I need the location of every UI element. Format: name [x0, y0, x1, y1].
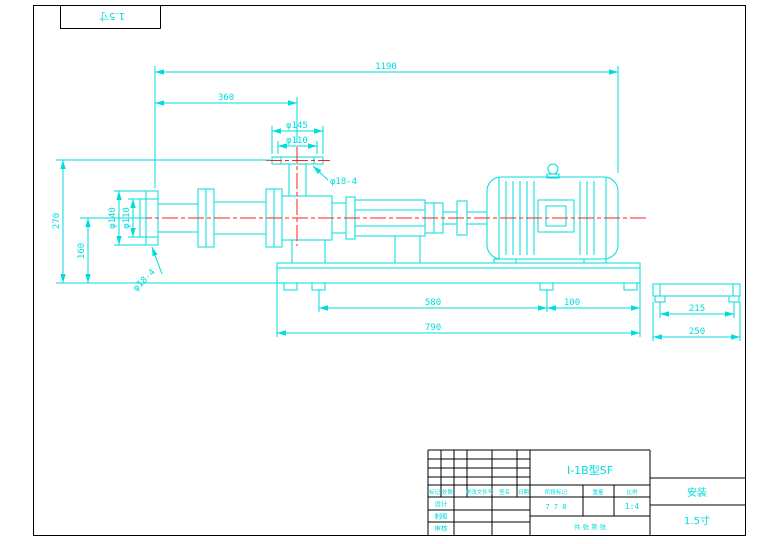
dim-250: 250: [689, 327, 705, 337]
page-border: [33, 5, 746, 536]
centerlines: [136, 147, 648, 246]
base-end-view: [652, 283, 741, 303]
dimensions: [56, 66, 741, 341]
scale-value: 1:4: [625, 502, 640, 511]
dim-top-holes: φ18-4: [330, 177, 357, 187]
motor-foot: [493, 258, 517, 264]
annotations: 1.5寸 1190 360 φ145 φ110 φ18-4 270 160 φ1…: [52, 10, 710, 533]
dim-160: 160: [77, 243, 87, 259]
motor: [486, 163, 619, 264]
dim-580: 580: [425, 298, 441, 308]
dim-left-flange-bc: φ110: [122, 207, 132, 229]
date-value: 7 7 8: [545, 503, 566, 511]
leader-top-holes: [312, 165, 329, 181]
dim-100: 100: [564, 298, 580, 308]
dim-360: 360: [218, 93, 234, 103]
title-model: I-1B型SF: [567, 463, 613, 477]
lifting-eye: [547, 163, 559, 175]
dim-top-flange-bc: φ110: [286, 136, 308, 146]
rev-header-count: 处数: [442, 488, 454, 496]
dim-215: 215: [689, 304, 705, 314]
weight-label: 重量: [592, 488, 604, 496]
sheet-info: 共 张 第 张: [574, 522, 607, 531]
role-design: 设计: [435, 499, 449, 508]
role-check: 审核: [435, 524, 449, 533]
pump-assembly: [139, 156, 487, 263]
rev-header-doc: 更改文件号: [466, 488, 494, 496]
title-block: [427, 449, 745, 535]
baseplate: [276, 262, 641, 291]
rev-header-sign: 签名: [499, 488, 510, 496]
leader-left-holes: [151, 246, 163, 275]
dim-left-flange-od: φ140: [108, 207, 118, 229]
scale-label: 比例: [626, 488, 638, 496]
title-size: 1.5寸: [684, 514, 710, 527]
corner-size-label: 1.5寸: [99, 10, 125, 23]
dim-left-holes: φ18-4: [131, 267, 157, 293]
rev-header-date: 日期: [518, 489, 530, 496]
dim-270: 270: [52, 213, 62, 229]
dim-top-flange-od: φ145: [286, 121, 308, 131]
motor-foot: [583, 258, 607, 264]
dim-790: 790: [425, 323, 441, 333]
title-install: 安装: [687, 486, 707, 499]
role-draft: 制图: [435, 512, 448, 521]
terminal-box: [537, 199, 575, 233]
dim-1190: 1190: [375, 62, 397, 72]
rev-header-mark: 标记: [429, 488, 441, 496]
stage-label: 阶段标记: [545, 488, 568, 496]
